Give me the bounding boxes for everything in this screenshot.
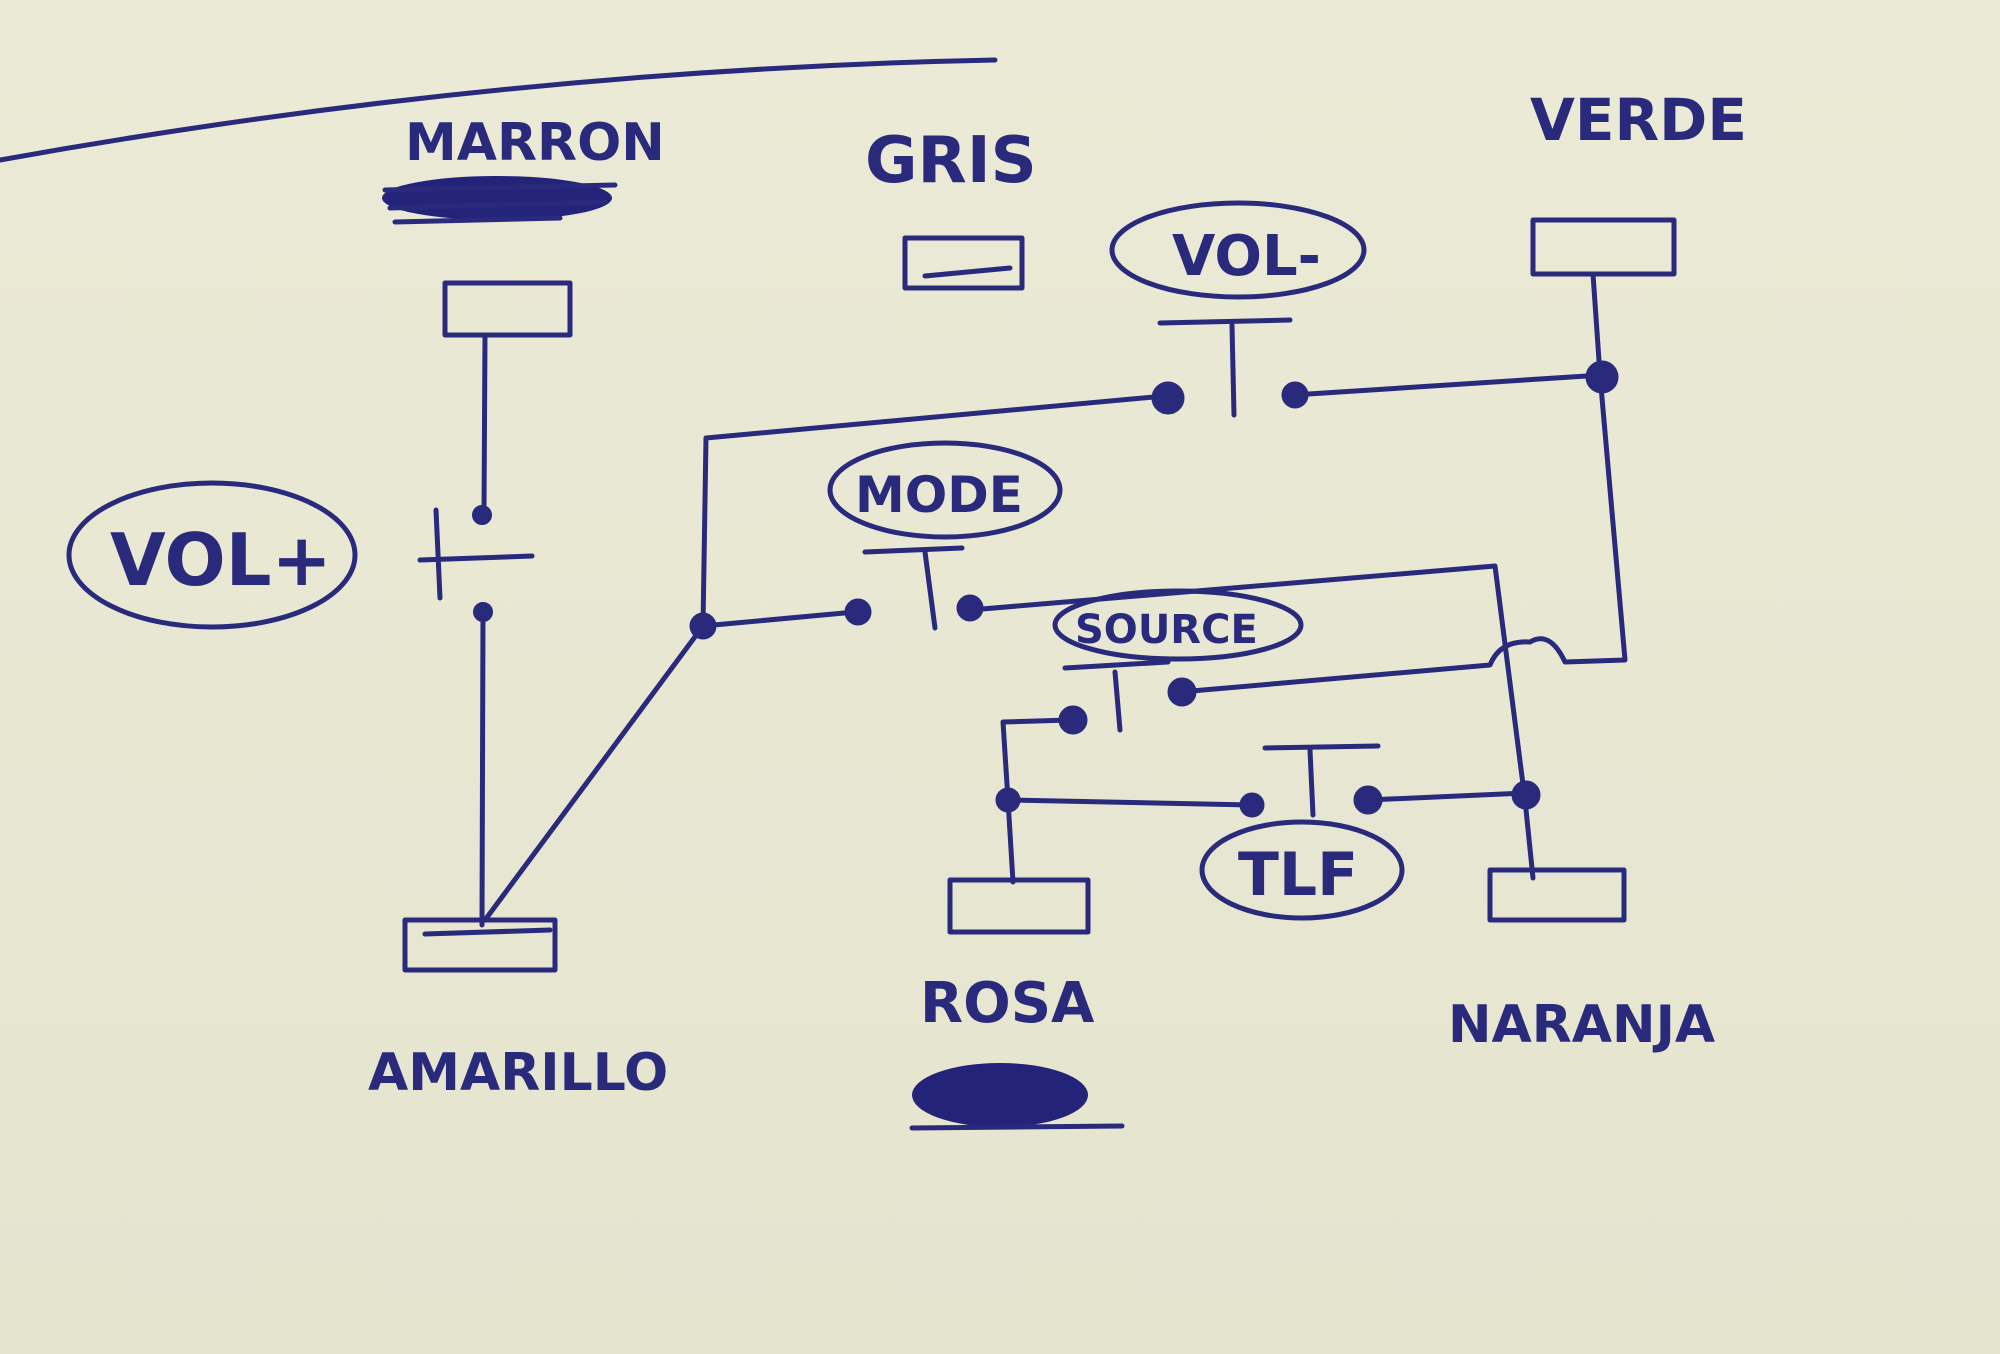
label-marron: MARRON <box>405 113 665 173</box>
connector-naranja <box>1487 867 1627 923</box>
button-label-tlf: TLF <box>1238 840 1358 910</box>
switch-vol-plus <box>417 507 535 601</box>
button-label-mode: MODE <box>855 466 1023 524</box>
bubble-tlf <box>1199 819 1405 921</box>
connector-verde <box>1530 217 1677 277</box>
connector-rosa <box>947 877 1091 935</box>
switch-source <box>1062 659 1171 733</box>
button-label-vol-plus: VOL+ <box>110 518 332 602</box>
scribble-under-rosa <box>909 1063 1125 1131</box>
connector-gris <box>902 235 1025 291</box>
button-label-source: SOURCE <box>1075 607 1258 653</box>
bubble-vol-plus <box>66 480 358 630</box>
bubble-vol-minus <box>1109 200 1367 300</box>
top-edge-line <box>0 57 998 163</box>
wires <box>479 271 1628 928</box>
connector-marron <box>442 280 573 338</box>
label-verde: VERDE <box>1530 86 1747 154</box>
switch-tlf <box>1262 743 1381 818</box>
label-gris: GRIS <box>865 124 1037 198</box>
switch-vol-minus <box>1157 317 1293 418</box>
label-naranja: NARANJA <box>1448 995 1715 1055</box>
scribble-under-marron <box>382 176 618 225</box>
label-amarillo: AMARILLO <box>368 1043 668 1103</box>
label-rosa: ROSA <box>920 971 1095 1036</box>
button-label-vol-minus: VOL- <box>1172 224 1321 289</box>
bubble-mode <box>827 440 1063 540</box>
contacts <box>472 360 1619 818</box>
switch-mode <box>862 545 965 631</box>
